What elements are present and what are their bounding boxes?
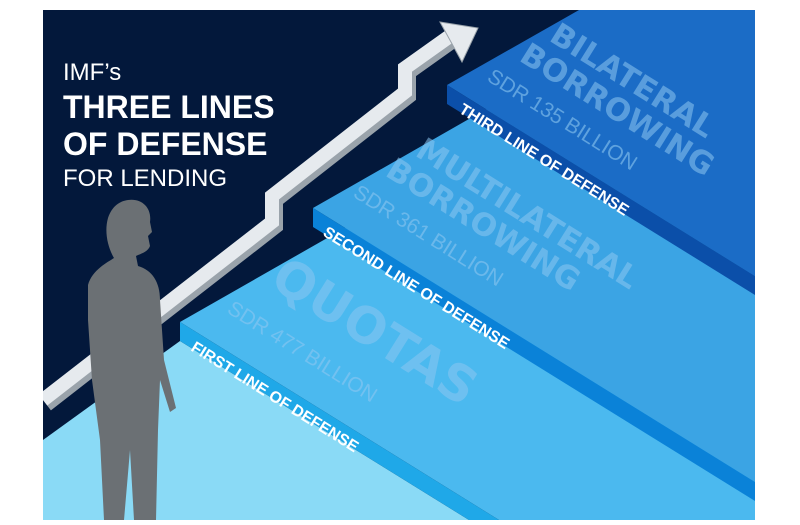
first-step-band [180, 322, 499, 520]
second-step-band [313, 208, 755, 501]
third-step-top [447, 10, 755, 276]
title-line-2: THREE LINES [63, 89, 275, 125]
title-line-1: IMF’s [63, 59, 121, 86]
third-step-band [447, 85, 755, 295]
infographic: BILATERAL BORROWING SDR 135 BILLION THIR… [43, 10, 755, 520]
person-silhouette-icon [88, 199, 176, 520]
rising-arrow-icon [43, 21, 479, 411]
title-line-4: FOR LENDING [63, 165, 227, 192]
title-line-3: OF DEFENSE [63, 126, 267, 162]
